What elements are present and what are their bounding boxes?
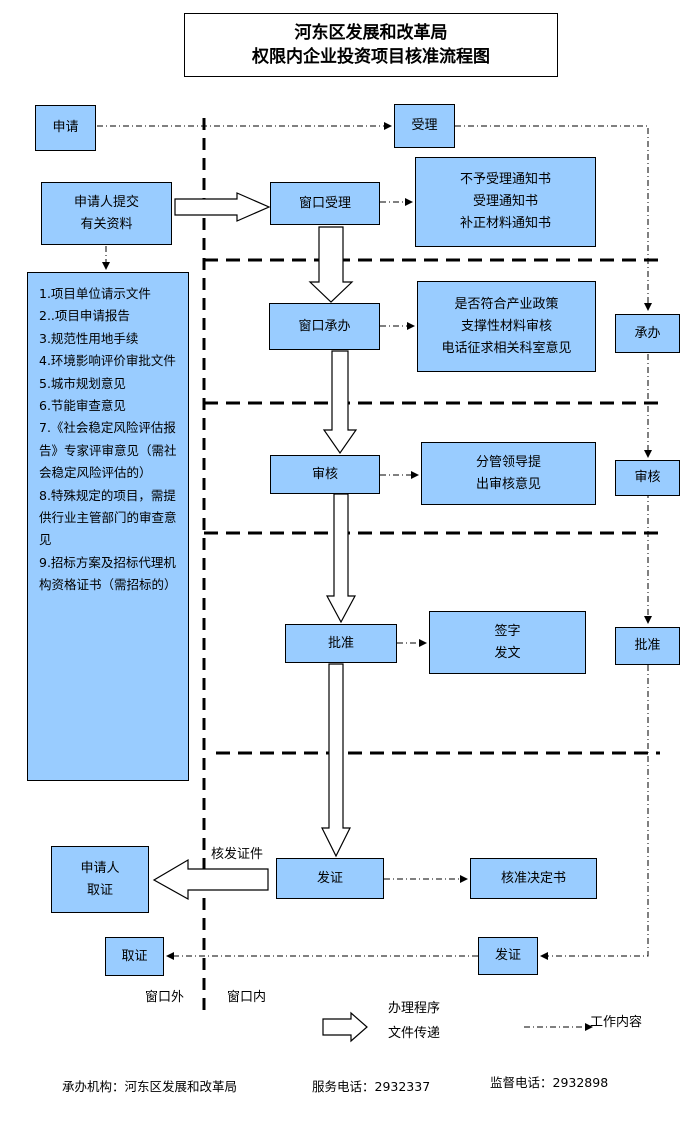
right-issue-label: 发证	[494, 948, 521, 963]
apply-box: 申请	[35, 105, 96, 151]
legend-transfer: 文件传递	[388, 1026, 441, 1041]
window-accept-box: 窗口受理	[270, 182, 380, 225]
document-item: 7.《社会稳定风险评估报告》专家评审意见（需社会稳定风险评估的）	[39, 420, 177, 481]
accept-label: 受理	[411, 118, 438, 133]
check-item: 是否符合产业政策	[454, 296, 559, 312]
title-line2: 权限内企业投资项目核准流程图	[252, 47, 490, 67]
review-opinion-line: 分管领导提	[475, 454, 541, 470]
window-undertake-box: 窗口承办	[269, 303, 380, 350]
document-item: 5.城市规划意见	[39, 375, 126, 391]
right-undertake-box: 承办	[615, 314, 680, 353]
footer-org: 承办机构：河东区发展和改革局	[62, 1079, 238, 1094]
right-issue-box: 发证	[478, 937, 538, 975]
document-item: 2..项目申请报告	[39, 308, 130, 324]
stage-separators	[204, 258, 660, 755]
sign-box: 签字 发文	[429, 611, 586, 674]
window-undertake-label: 窗口承办	[298, 318, 351, 334]
issue-cert-label: 核发证件	[211, 847, 264, 862]
submit-materials-box: 申请人提交 有关资料	[41, 182, 172, 245]
procedure-arrows	[152, 192, 368, 1043]
decision-box: 核准决定书	[470, 858, 597, 899]
footer-supervise: 监督电话：2932898	[490, 1075, 609, 1090]
checks-box: 是否符合产业政策 支撑性材料审核 电话征求相关科室意见	[417, 281, 596, 372]
review-opinion-box: 分管领导提 出审核意见	[421, 442, 596, 505]
submit-label-2: 有关资料	[80, 216, 133, 232]
right-review-label: 审核	[634, 470, 661, 485]
approve-label: 批准	[327, 635, 354, 651]
accept-box: 受理	[394, 104, 455, 148]
sign-line: 签字	[494, 623, 521, 639]
window-accept-label: 窗口受理	[298, 195, 351, 211]
right-approve-box: 批准	[615, 627, 680, 665]
review-label: 审核	[311, 466, 338, 482]
right-review-box: 审核	[615, 460, 680, 496]
notice-item: 补正材料通知书	[459, 216, 551, 231]
right-undertake-label: 承办	[634, 325, 661, 341]
right-approve-label: 批准	[634, 638, 661, 653]
apply-label: 申请	[52, 120, 79, 135]
review-box: 审核	[270, 455, 380, 494]
issue-box: 发证	[276, 858, 384, 899]
notices-box: 不予受理通知书 受理通知书 补正材料通知书	[415, 157, 596, 247]
collector-label-2: 取证	[86, 882, 113, 898]
footer-service: 服务电话：2932337	[312, 1079, 431, 1094]
sign-line: 发文	[494, 645, 521, 661]
submit-label-1: 申请人提交	[73, 194, 139, 210]
title-line1: 河东区发展和改革局	[294, 23, 448, 43]
take-cert-box: 取证	[105, 937, 164, 976]
collector-label-1: 申请人	[80, 860, 120, 876]
document-item: 9.招标方案及招标代理机构资格证书（需招标的）	[39, 554, 177, 593]
applicant-collect-box: 申请人 取证	[51, 846, 149, 913]
legend-procedure: 办理程序	[388, 1001, 441, 1016]
decision-label: 核准决定书	[500, 870, 566, 886]
review-opinion-line: 出审核意见	[475, 476, 541, 492]
check-item: 支撑性材料审核	[460, 318, 552, 334]
document-item: 1.项目单位请示文件	[39, 286, 151, 301]
notice-item: 受理通知书	[472, 194, 538, 209]
document-item: 3.规范性用地手续	[39, 330, 139, 346]
work-content-arrows	[97, 122, 652, 960]
document-item: 4.环境影响评价审批文件	[39, 353, 176, 369]
legend-work: 工作内容	[590, 1015, 643, 1030]
document-item: 6.节能审查意见	[39, 398, 126, 414]
zone-inside-label: 窗口内	[227, 990, 267, 1005]
check-item: 电话征求相关科室意见	[441, 340, 572, 356]
document-item: 8.特殊规定的项目，需提供行业主管部门的审查意见	[39, 487, 177, 548]
zone-outside-label: 窗口外	[145, 990, 185, 1005]
issue-label: 发证	[316, 870, 343, 886]
flowchart-title: 河东区发展和改革局 权限内企业投资项目核准流程图	[184, 13, 558, 77]
take-cert-label: 取证	[121, 948, 148, 964]
approve-box: 批准	[285, 624, 397, 663]
notice-item: 不予受理通知书	[459, 172, 551, 187]
documents-list: 1.项目单位请示文件 2..项目申请报告 3.规范性用地手续 4.环境影响评价审…	[27, 272, 189, 781]
